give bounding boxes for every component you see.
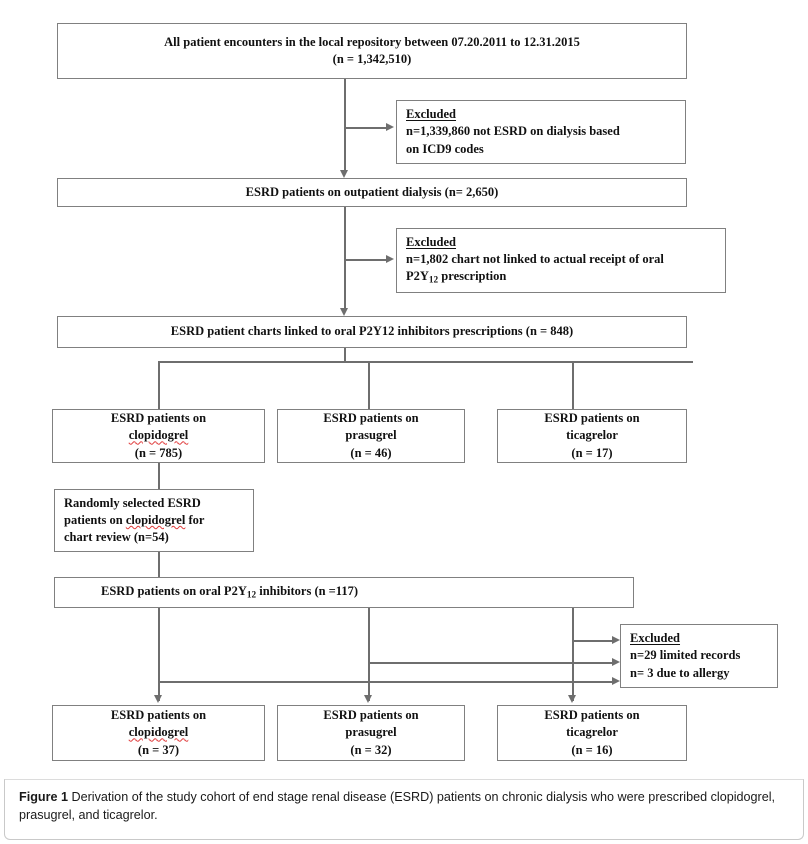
excluded-3-line2: n= 3 due to allergy xyxy=(630,665,730,680)
arrowhead-dialysis-to-charts xyxy=(340,308,348,316)
arrowhead-encounters-to-dialysis xyxy=(340,170,348,178)
oral-inhibitors-suffix: inhibitors (n =117) xyxy=(256,583,359,598)
connector-v-random-to-oral-inhibitors xyxy=(158,552,160,578)
node-arm-prasugrel-top: ESRD patients on prasugrel (n = 46) xyxy=(277,409,465,463)
arrowhead-oral-to-clopidogrel-final xyxy=(154,695,162,703)
oral-inhibitors-subscript: 12 xyxy=(246,590,257,601)
arm-prasugrel-top-line1: ESRD patients on xyxy=(323,411,419,426)
connector-h-clopidogrel-to-excluded-3 xyxy=(158,681,614,683)
arm-clopidogrel-top-line1: ESRD patients on xyxy=(110,411,207,426)
connector-v-bus-to-clopidogrel xyxy=(158,361,160,409)
arm-ticagrelor-top-drug: ticagrelor xyxy=(566,428,618,443)
arm-ticagrelor-final-count: (n = 16) xyxy=(571,742,613,757)
excluded-2-line2: P2Y12 prescription xyxy=(406,268,506,287)
arm-ticagrelor-top-count: (n = 17) xyxy=(571,445,613,460)
node-oral-inhibitors: ESRD patients on oral P2Y12 inhibitors (… xyxy=(54,577,634,608)
excluded-1-heading: Excluded xyxy=(406,107,457,122)
arm-prasugrel-final-line1: ESRD patients on xyxy=(323,708,419,723)
random-selected-line2-pre: patients on xyxy=(64,512,126,527)
flowchart-canvas: All patient encounters in the local repo… xyxy=(52,23,778,761)
charts-linked-line1: ESRD patient charts linked to oral P2Y12… xyxy=(170,324,574,339)
excluded-1-line1: n=1,339,860 not ESRD on dialysis based xyxy=(406,124,620,139)
node-outpatient-dialysis: ESRD patients on outpatient dialysis (n=… xyxy=(57,178,687,207)
figure-caption-label: Figure 1 xyxy=(19,790,68,804)
excluded-2-line1: n=1,802 chart not linked to actual recei… xyxy=(406,251,664,266)
excluded-3-line1: n=29 limited records xyxy=(630,648,741,663)
connector-h-to-excluded-1 xyxy=(344,127,388,129)
connector-v-charts-bus xyxy=(344,348,346,362)
arrowhead-to-excluded-1 xyxy=(386,123,394,131)
connector-v-bus-to-prasugrel xyxy=(368,361,370,409)
all-encounters-line2: (n = 1,342,510) xyxy=(332,52,412,66)
arm-clopidogrel-top-drug: clopidogrel xyxy=(128,428,189,443)
arm-prasugrel-top-drug: prasugrel xyxy=(345,428,397,443)
excluded-2-heading: Excluded xyxy=(406,234,457,249)
random-selected-drug: clopidogrel xyxy=(125,512,186,527)
arm-clopidogrel-final-drug: clopidogrel xyxy=(128,725,189,740)
random-selected-line2: patients on clopidogrel for xyxy=(64,512,204,529)
arm-clopidogrel-final-line1: ESRD patients on xyxy=(110,708,207,723)
outpatient-dialysis-line1: ESRD patients on outpatient dialysis (n=… xyxy=(245,184,499,199)
node-excluded-2: Excluded n=1,802 chart not linked to act… xyxy=(396,228,726,293)
connector-h-charts-bus xyxy=(158,361,693,363)
arm-prasugrel-final-count: (n = 32) xyxy=(350,742,392,757)
node-arm-clopidogrel-final: ESRD patients on clopidogrel (n = 37) xyxy=(52,705,265,761)
random-selected-line2-post: for xyxy=(185,512,205,527)
node-arm-prasugrel-final: ESRD patients on prasugrel (n = 32) xyxy=(277,705,465,761)
arm-prasugrel-final-drug: prasugrel xyxy=(345,725,397,740)
arrowhead-excluded-3-bottom xyxy=(612,677,620,685)
node-excluded-1: Excluded n=1,339,860 not ESRD on dialysi… xyxy=(396,100,686,164)
arrowhead-oral-to-prasugrel-final xyxy=(364,695,372,703)
connector-v-oral-to-ticagrelor-final xyxy=(572,608,574,701)
node-excluded-3: Excluded n=29 limited records n= 3 due t… xyxy=(620,624,778,688)
figure-caption: Figure 1 Derivation of the study cohort … xyxy=(4,779,804,840)
connector-v-clopidogrel-to-random xyxy=(158,463,160,490)
random-selected-line3: chart review (n=54) xyxy=(64,530,169,545)
connector-v-encounters-to-dialysis xyxy=(344,79,346,174)
node-all-encounters: All patient encounters in the local repo… xyxy=(57,23,687,79)
arm-ticagrelor-top-line1: ESRD patients on xyxy=(544,411,640,426)
excluded-1-line2: on ICD9 codes xyxy=(406,141,484,156)
excluded-3-heading: Excluded xyxy=(630,631,681,646)
arm-ticagrelor-final-drug: ticagrelor xyxy=(566,725,618,740)
connector-h-prasugrel-to-excluded-3 xyxy=(368,662,614,664)
figure-caption-text: Derivation of the study cohort of end st… xyxy=(19,790,776,822)
excluded-2-p2y-subscript: 12 xyxy=(428,275,439,286)
connector-h-to-excluded-2 xyxy=(344,259,388,261)
excluded-2-p2y-suffix: prescription xyxy=(438,269,507,284)
oral-inhibitors-prefix: ESRD patients on oral P2Y xyxy=(101,583,247,598)
node-random-selected: Randomly selected ESRD patients on clopi… xyxy=(54,489,254,552)
arm-clopidogrel-top-count: (n = 785) xyxy=(134,445,183,460)
arm-clopidogrel-final-count: (n = 37) xyxy=(137,742,180,757)
node-charts-linked: ESRD patient charts linked to oral P2Y12… xyxy=(57,316,687,348)
arm-ticagrelor-final-line1: ESRD patients on xyxy=(544,708,640,723)
all-encounters-line1: All patient encounters in the local repo… xyxy=(164,34,580,49)
node-arm-ticagrelor-final: ESRD patients on ticagrelor (n = 16) xyxy=(497,705,687,761)
arrowhead-oral-to-ticagrelor-final xyxy=(568,695,576,703)
arrowhead-excluded-3-top xyxy=(612,636,620,644)
arrowhead-to-excluded-2 xyxy=(386,255,394,263)
connector-v-bus-to-ticagrelor xyxy=(572,361,574,409)
arrowhead-excluded-3-middle xyxy=(612,658,620,666)
excluded-2-p2y-prefix: P2Y xyxy=(406,269,429,284)
connector-v-oral-to-clopidogrel-final xyxy=(158,608,160,701)
node-arm-clopidogrel-top: ESRD patients on clopidogrel (n = 785) xyxy=(52,409,265,463)
connector-v-oral-to-prasugrel-final xyxy=(368,608,370,701)
connector-h-ticagrelor-to-excluded-3 xyxy=(572,640,614,642)
arm-prasugrel-top-count: (n = 46) xyxy=(350,445,392,460)
node-arm-ticagrelor-top: ESRD patients on ticagrelor (n = 17) xyxy=(497,409,687,463)
oral-inhibitors-text: ESRD patients on oral P2Y12 inhibitors (… xyxy=(101,583,358,602)
random-selected-line1: Randomly selected ESRD xyxy=(64,495,201,510)
